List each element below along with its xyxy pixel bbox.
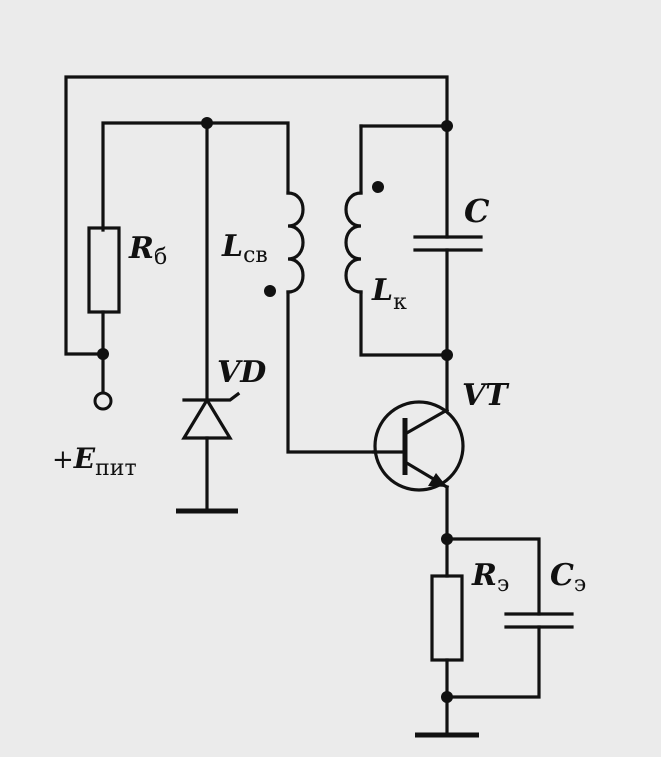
coil-polarity-dot: [264, 285, 276, 297]
collector-lead: [402, 407, 450, 437]
coil-polarity-dot: [372, 181, 384, 193]
emitter-arrow: [428, 473, 447, 487]
junction-dot: [97, 348, 109, 360]
label-lsv: Lсв: [221, 229, 268, 268]
transistor-body: [373, 400, 465, 492]
tank-capacitor: [413, 235, 483, 252]
label-vd: VD: [217, 355, 266, 390]
ce-wire: [445, 537, 541, 699]
lk-bottom-wire: [359, 290, 449, 357]
label-c: C: [464, 192, 490, 230]
junction-dot: [201, 117, 213, 129]
label-lk: Lк: [371, 273, 407, 315]
supply-terminal: [93, 391, 113, 411]
junction-dot: [441, 349, 453, 361]
label-vt: VT: [462, 378, 510, 413]
label-re: Rэ: [471, 558, 509, 597]
label-rb: Rб: [128, 231, 167, 270]
coil-to-base-wire: [286, 290, 376, 454]
label-ce: Cэ: [550, 558, 586, 597]
tank-coil: [344, 191, 363, 294]
label-supply: +Eпит: [52, 442, 137, 481]
emitter-capacitor: [504, 612, 574, 629]
base-resistor: [87, 226, 121, 314]
zener-diode: [181, 396, 233, 440]
zener-bar: [182, 391, 241, 402]
top-rail-wire: [101, 121, 290, 232]
outer-loop-wire: [64, 75, 449, 356]
emitter-resistor: [430, 574, 464, 662]
feedback-coil: [286, 191, 305, 294]
